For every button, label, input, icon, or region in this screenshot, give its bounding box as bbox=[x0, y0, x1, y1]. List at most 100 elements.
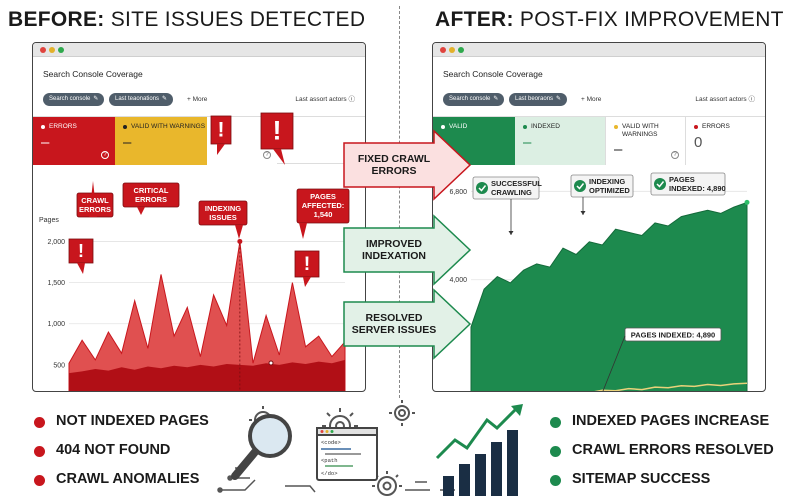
search-console-chip[interactable]: Search console✎ bbox=[43, 93, 105, 106]
valid-warnings-tile[interactable]: VALID WITH WARNINGS – bbox=[115, 117, 207, 165]
pages-affected-callout-box bbox=[296, 188, 350, 224]
help-icon[interactable]: ? bbox=[101, 151, 109, 159]
alert-icon: ! bbox=[304, 253, 311, 275]
alert-flag-4: ! bbox=[294, 250, 320, 287]
pages-indexed-bottom-text: PAGES INDEXED: 4,890 bbox=[631, 331, 715, 340]
check-circle-icon bbox=[574, 180, 586, 192]
pages-affected-line2: AFFECTED: bbox=[302, 201, 345, 210]
valid-warnings-tile[interactable]: VALID WITH WARNINGS – ? bbox=[605, 117, 685, 165]
minimize-dot[interactable] bbox=[449, 47, 455, 53]
y-tick-label: 6,800 bbox=[449, 189, 467, 196]
svg-text:<code>: <code> bbox=[321, 439, 341, 446]
gear-icon bbox=[389, 400, 415, 426]
status-tiles: ERRORS – ? VALID WITH WARNINGS – ? bbox=[33, 116, 365, 165]
critical-errors-callout-pointer bbox=[137, 207, 145, 215]
search-console-chip[interactable]: Search console✎ bbox=[443, 93, 505, 106]
alert-icon: ! bbox=[78, 241, 84, 261]
more-filters-button[interactable]: + More bbox=[187, 96, 208, 103]
critical-errors-line1: CRITICAL bbox=[134, 186, 169, 195]
pages-indexed-bottom-callout: PAGES INDEXED: 4,890 bbox=[602, 327, 722, 391]
y-tick-label: 1,500 bbox=[47, 280, 65, 287]
arrowhead bbox=[508, 231, 514, 235]
status-tiles: VALID INDEXED – VALID WITH WARNINGS – ? … bbox=[433, 116, 765, 165]
before-window: Search Console Coverage Search console✎ … bbox=[32, 42, 366, 392]
warnings-line bbox=[594, 382, 748, 391]
help-icon: ⓘ bbox=[748, 96, 756, 103]
maximize-dot[interactable] bbox=[458, 47, 464, 53]
seo-illustration: <code> <path </do> bbox=[217, 400, 523, 496]
after-coverage-chart: 6,8004,000012/1011/1012/2012/2032/3004/3… bbox=[449, 172, 750, 391]
crawl-errors-line2: ERRORS bbox=[79, 205, 111, 214]
help-icon[interactable]: ? bbox=[671, 151, 679, 159]
last-actors-filter[interactable]: Last assort actors ⓘ bbox=[695, 96, 756, 103]
circuit-lines bbox=[217, 467, 455, 493]
app-title: Search Console Coverage bbox=[443, 69, 543, 79]
window-titlebar bbox=[433, 43, 765, 57]
app-title: Search Console Coverage bbox=[43, 69, 143, 79]
peak-marker bbox=[237, 238, 243, 244]
growth-bar-chart-icon bbox=[435, 404, 523, 496]
magnifying-glass-icon bbox=[231, 414, 292, 480]
close-dot[interactable] bbox=[40, 47, 46, 53]
resolved-server-issues-label: RESOLVED SERVER ISSUES bbox=[351, 312, 437, 336]
crawl-errors-callout-pointer bbox=[89, 181, 97, 217]
successful-crawling-line2: CRAWLING bbox=[491, 188, 532, 197]
alert-flag-1: ! bbox=[68, 238, 94, 274]
errors-tile[interactable]: ERRORS 0 bbox=[685, 117, 765, 165]
maximize-dot[interactable] bbox=[58, 47, 64, 53]
help-icon[interactable]: ? bbox=[263, 151, 271, 159]
critical-errors-callout-box bbox=[122, 182, 180, 208]
pages-indexed-box bbox=[650, 172, 726, 196]
help-icon: ⓘ bbox=[348, 96, 356, 103]
pages-affected-line1: PAGES bbox=[310, 192, 336, 201]
code-window-icon: <code> <path </do> bbox=[316, 427, 378, 481]
indexing-optimized-line2: OPTIMIZED bbox=[589, 186, 630, 195]
indexed-area bbox=[470, 201, 748, 391]
check-circle-icon bbox=[476, 182, 488, 194]
indexed-tile[interactable]: INDEXED – bbox=[515, 117, 605, 165]
fixed-crawl-errors-label: FIXED CRAWL ERRORS bbox=[357, 153, 431, 177]
svg-text:</do>: </do> bbox=[321, 470, 338, 477]
pencil-icon: ✎ bbox=[556, 96, 562, 102]
alert-flag-2: ! bbox=[210, 115, 232, 155]
resolved-server-issues-label-box: RESOLVED SERVER ISSUES bbox=[338, 303, 468, 345]
date-range-chip[interactable]: Last teaonations✎ bbox=[109, 93, 174, 106]
more-filters-button[interactable]: + More bbox=[581, 96, 602, 103]
y-tick-label: 2,000 bbox=[47, 239, 65, 246]
last-actors-filter[interactable]: Last assort actors ⓘ bbox=[295, 96, 356, 103]
indexing-issues-callout-pointer bbox=[235, 225, 243, 239]
y-tick-label: 1,000 bbox=[47, 321, 65, 328]
fixed-crawl-errors-arrow bbox=[343, 129, 472, 201]
indexing-issues-callout-box bbox=[198, 200, 248, 226]
pointer-line bbox=[602, 335, 626, 391]
fixed-crawl-errors-label-box: FIXED CRAWL ERRORS bbox=[338, 144, 468, 186]
y-tick-label: 500 bbox=[53, 362, 65, 369]
filter-toolbar: Search console✎ Last teaonations✎ + More… bbox=[43, 93, 355, 107]
minimize-dot[interactable] bbox=[49, 47, 55, 53]
pages-indexed-line1: PAGES bbox=[669, 175, 695, 184]
close-dot[interactable] bbox=[440, 47, 446, 53]
date-range-chip[interactable]: Last beoraons✎ bbox=[509, 93, 568, 106]
pages-indexed-bottom-box bbox=[624, 327, 722, 342]
filter-toolbar: Search console✎ Last beoraons✎ + More La… bbox=[443, 93, 755, 107]
pages-indexed-line2: INDEXED: 4,890 bbox=[669, 184, 726, 193]
improved-indexation-label: IMPROVED INDEXATION bbox=[362, 238, 426, 262]
alert-icon: ! bbox=[218, 119, 225, 142]
resolved-server-issues-arrow bbox=[343, 288, 472, 360]
check-circle-icon bbox=[654, 178, 666, 190]
alert-flag-3: ! bbox=[260, 112, 294, 165]
indexing-issues-line2: ISSUES bbox=[209, 213, 237, 222]
valid-tile[interactable]: VALID bbox=[433, 117, 515, 165]
before-heading: BEFORE: SITE ISSUES DETECTED bbox=[8, 8, 366, 31]
pencil-icon: ✎ bbox=[162, 96, 168, 102]
gear-icon bbox=[372, 471, 402, 496]
data-marker bbox=[268, 360, 274, 366]
errors-tile[interactable]: ERRORS – ? bbox=[33, 117, 115, 165]
pages-affected-value: 1,540 bbox=[314, 210, 333, 219]
